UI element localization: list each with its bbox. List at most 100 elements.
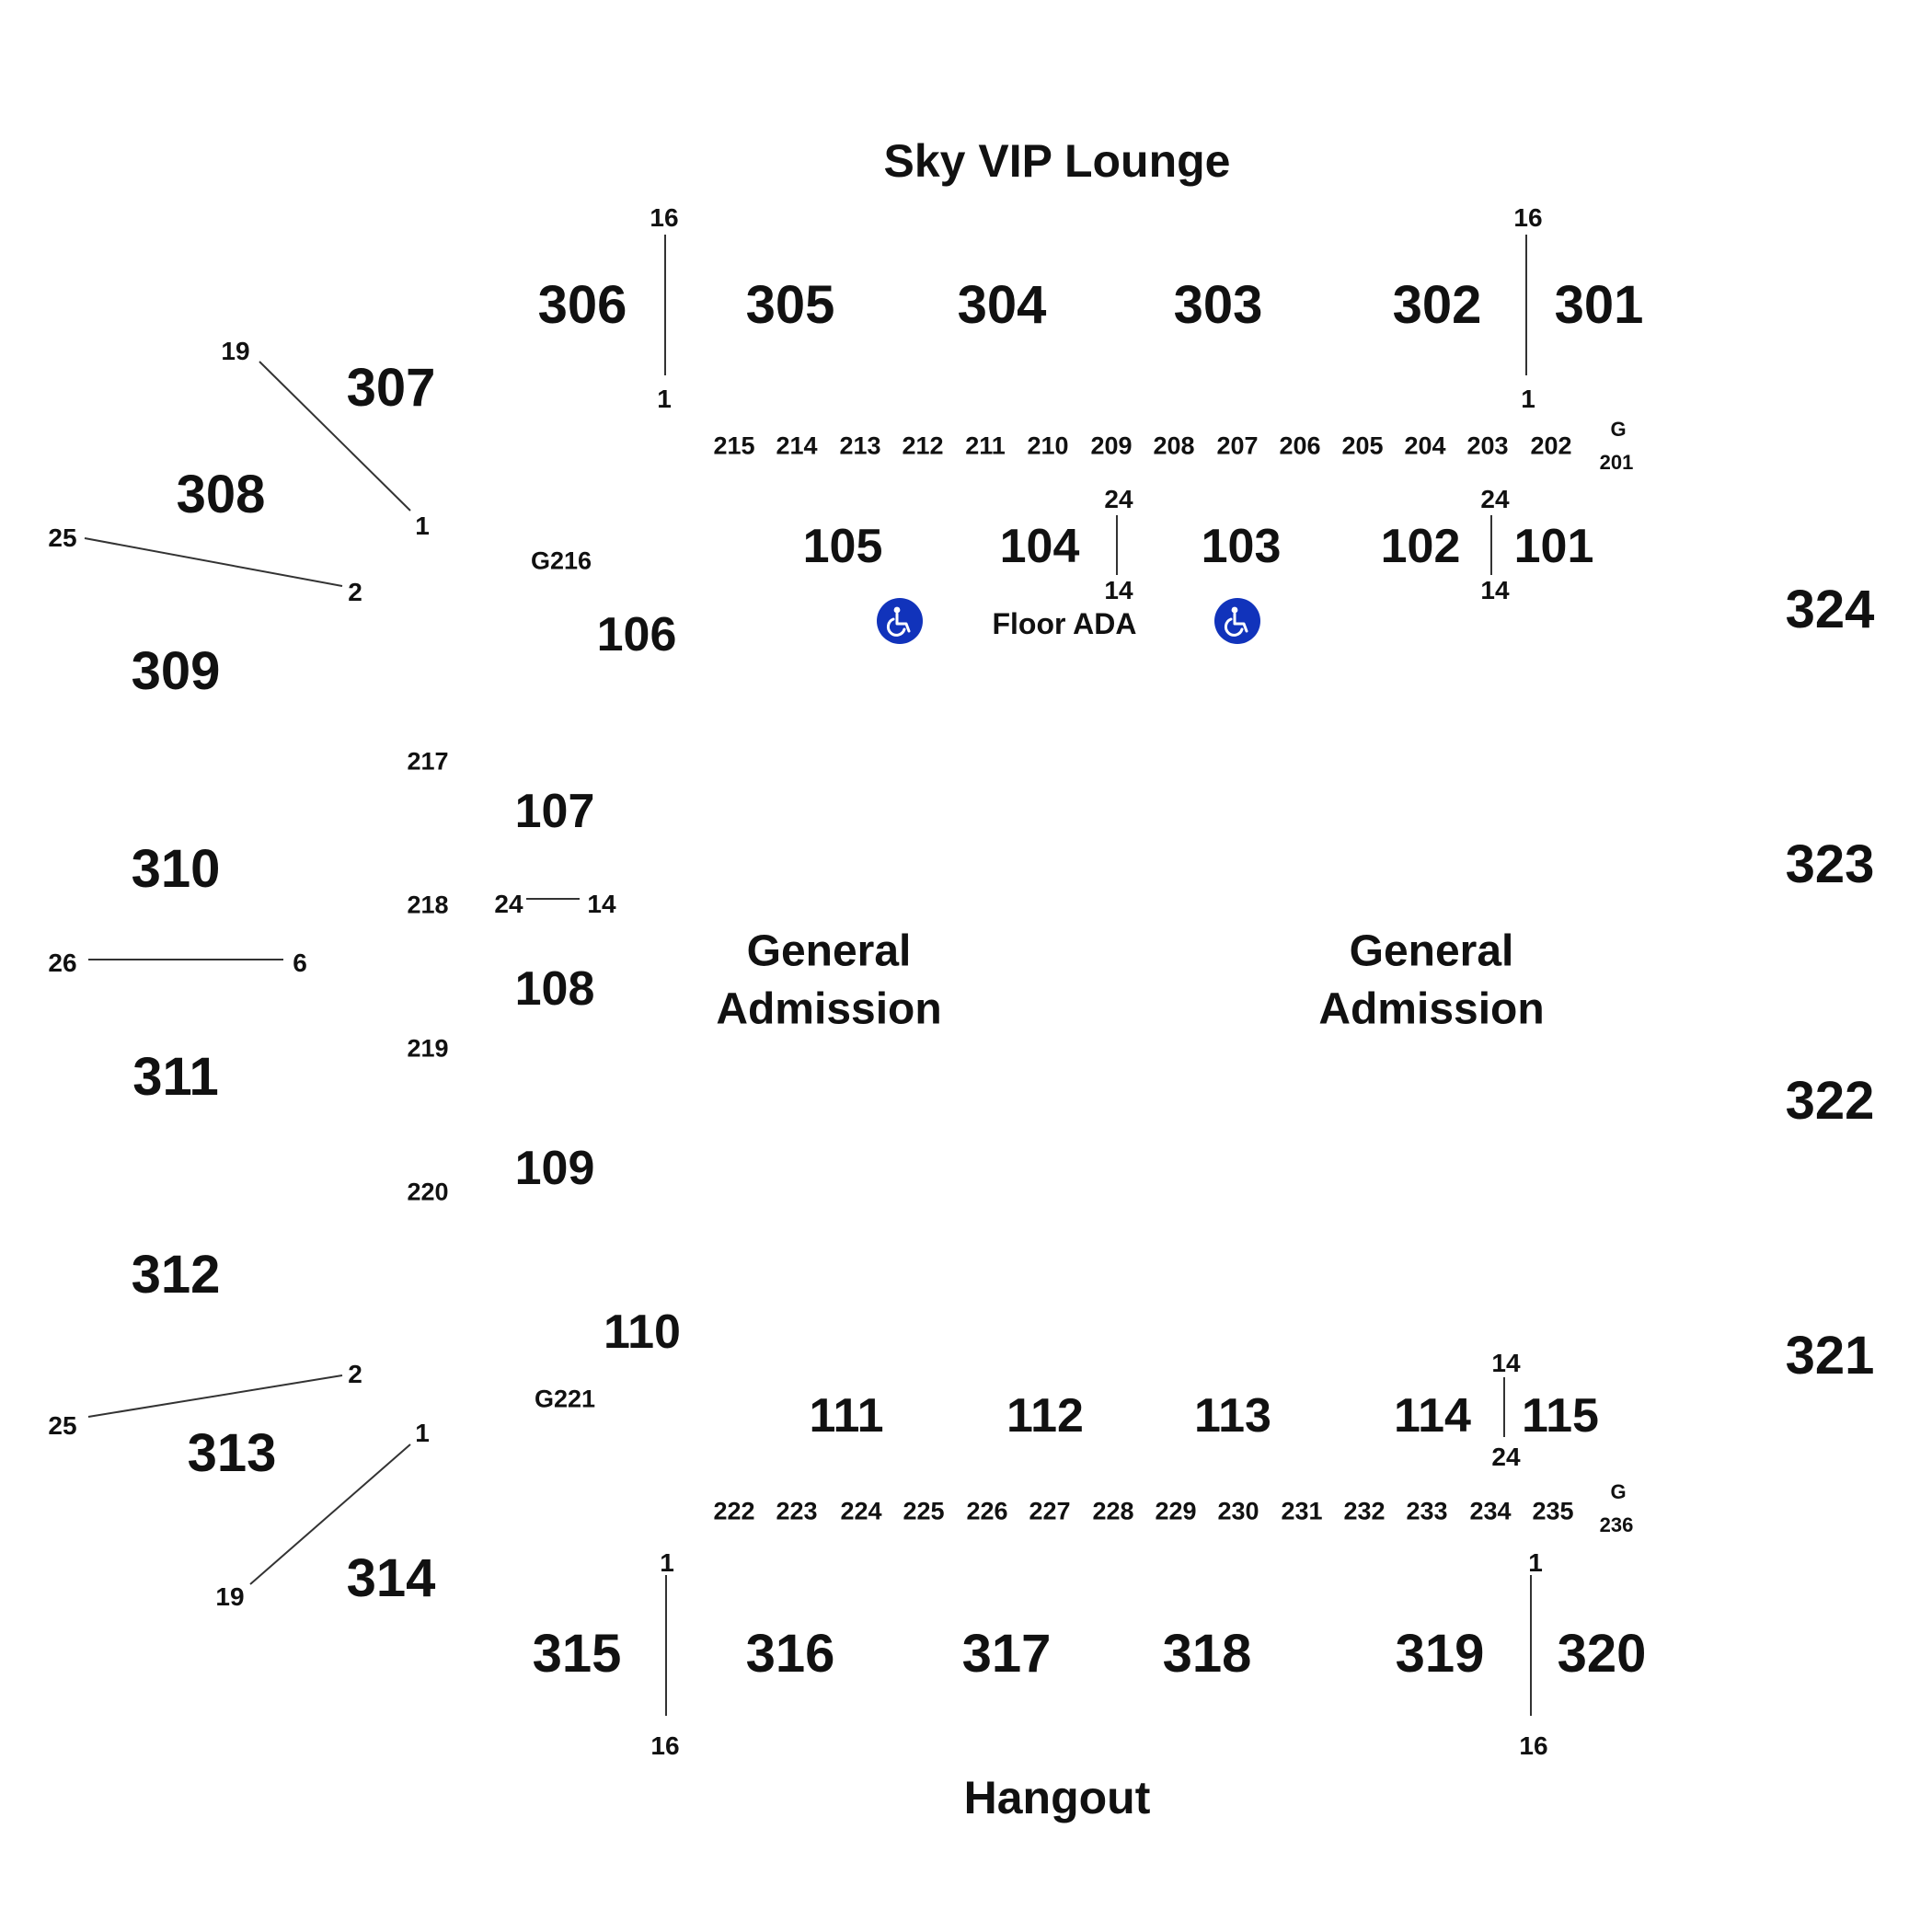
section-222[interactable]: 222 — [713, 1497, 755, 1525]
section-106[interactable]: 106 — [596, 608, 677, 661]
section-315[interactable]: 315 — [532, 1624, 622, 1684]
section-108[interactable]: 108 — [514, 962, 595, 1016]
row-marker: 1 — [660, 1548, 674, 1577]
section-317[interactable]: 317 — [961, 1624, 1052, 1684]
section-101[interactable]: 101 — [1513, 520, 1594, 573]
row-marker: 16 — [650, 203, 679, 232]
section-308[interactable]: 308 — [176, 465, 266, 524]
section-104[interactable]: 104 — [999, 520, 1080, 573]
row-marker: 1 — [415, 512, 430, 540]
row-marker: 25 — [48, 1411, 77, 1440]
section-g221[interactable]: G221 — [534, 1385, 596, 1413]
section-208[interactable]: 208 — [1153, 431, 1195, 460]
section-234[interactable]: 234 — [1469, 1497, 1512, 1525]
section-233[interactable]: 233 — [1406, 1497, 1448, 1525]
section-227[interactable]: 227 — [1029, 1497, 1071, 1525]
section-230[interactable]: 230 — [1217, 1497, 1259, 1525]
section-224[interactable]: 224 — [840, 1497, 882, 1525]
section-313[interactable]: 313 — [187, 1423, 277, 1483]
section-309[interactable]: 309 — [131, 641, 221, 701]
section-107[interactable]: 107 — [514, 785, 595, 838]
section-219[interactable]: 219 — [407, 1034, 449, 1063]
section-228[interactable]: 228 — [1092, 1497, 1134, 1525]
section-323[interactable]: 323 — [1785, 834, 1875, 894]
section-225[interactable]: 225 — [903, 1497, 945, 1525]
section-319[interactable]: 319 — [1395, 1624, 1485, 1684]
section-110[interactable]: 110 — [604, 1305, 681, 1359]
section-210[interactable]: 210 — [1027, 431, 1069, 460]
section-232[interactable]: 232 — [1343, 1497, 1386, 1525]
section-316[interactable]: 316 — [745, 1624, 835, 1684]
row-marker: 19 — [215, 1582, 245, 1611]
section-314[interactable]: 314 — [346, 1548, 436, 1608]
section-209[interactable]: 209 — [1090, 431, 1133, 460]
section-220[interactable]: 220 — [407, 1178, 449, 1206]
section-103[interactable]: 103 — [1201, 520, 1282, 573]
section-109[interactable]: 109 — [514, 1142, 595, 1195]
section-320[interactable]: 320 — [1557, 1624, 1647, 1684]
row-line-307 — [259, 361, 411, 512]
section-206[interactable]: 206 — [1279, 431, 1321, 460]
section-229[interactable]: 229 — [1155, 1497, 1197, 1525]
row-marker: 14 — [1104, 576, 1133, 604]
section-311[interactable]: 311 — [132, 1047, 219, 1107]
row-marker: 1 — [1521, 385, 1535, 413]
section-215[interactable]: 215 — [713, 431, 755, 460]
section-218[interactable]: 218 — [407, 891, 449, 919]
section-113[interactable]: 113 — [1194, 1389, 1271, 1443]
gate-mark: G — [1610, 418, 1627, 441]
section-211[interactable]: 211 — [965, 431, 1006, 460]
section-204[interactable]: 204 — [1404, 431, 1446, 460]
section-212[interactable]: 212 — [902, 431, 944, 460]
section-322[interactable]: 322 — [1785, 1071, 1875, 1131]
row-marker: 14 — [587, 890, 616, 918]
section-235[interactable]: 235 — [1532, 1497, 1574, 1525]
section-114[interactable]: 114 — [1394, 1389, 1471, 1443]
section-205[interactable]: 205 — [1341, 431, 1384, 460]
section-g216[interactable]: G216 — [530, 546, 592, 575]
gate-mark: G — [1610, 1480, 1627, 1503]
section-111[interactable]: 111 — [809, 1389, 884, 1443]
section-318[interactable]: 318 — [1162, 1624, 1252, 1684]
section-304[interactable]: 304 — [957, 275, 1047, 335]
section-306[interactable]: 306 — [537, 275, 627, 335]
section-201[interactable]: 201 — [1599, 451, 1634, 474]
section-207[interactable]: 207 — [1216, 431, 1259, 460]
section-217[interactable]: 217 — [407, 747, 449, 776]
section-202[interactable]: 202 — [1530, 431, 1572, 460]
section-226[interactable]: 226 — [966, 1497, 1008, 1525]
section-312[interactable]: 312 — [131, 1245, 221, 1305]
row-marker: 1 — [1528, 1548, 1543, 1577]
section-310[interactable]: 310 — [131, 839, 221, 899]
section-236[interactable]: 236 — [1599, 1513, 1634, 1536]
row-marker: 25 — [48, 523, 77, 552]
general-admission-left[interactable]: General Admission — [716, 926, 942, 1034]
section-305[interactable]: 305 — [745, 275, 835, 335]
row-marker: 24 — [1491, 1443, 1521, 1471]
row-line-313 — [87, 1374, 343, 1418]
floor-ada-label: Floor ADA — [992, 607, 1137, 640]
section-102[interactable]: 102 — [1380, 520, 1461, 573]
row-marker: 14 — [1491, 1349, 1521, 1377]
row-marker: 2 — [348, 1360, 362, 1388]
row-line-314 — [249, 1443, 411, 1585]
section-112[interactable]: 112 — [1006, 1389, 1084, 1443]
section-324[interactable]: 324 — [1785, 580, 1875, 639]
section-231[interactable]: 231 — [1281, 1497, 1323, 1525]
section-213[interactable]: 213 — [839, 431, 881, 460]
row-marker: 24 — [494, 890, 523, 918]
section-105[interactable]: 105 — [802, 520, 883, 573]
section-115[interactable]: 115 — [1522, 1389, 1599, 1443]
section-302[interactable]: 302 — [1392, 275, 1482, 335]
section-203[interactable]: 203 — [1466, 431, 1509, 460]
section-223[interactable]: 223 — [776, 1497, 818, 1525]
section-301[interactable]: 301 — [1554, 275, 1644, 335]
row-marker: 16 — [1513, 203, 1543, 232]
section-307[interactable]: 307 — [346, 358, 436, 418]
section-303[interactable]: 303 — [1173, 275, 1263, 335]
section-214[interactable]: 214 — [776, 431, 818, 460]
section-321[interactable]: 321 — [1785, 1326, 1875, 1386]
general-admission-right[interactable]: General Admission — [1318, 926, 1545, 1034]
